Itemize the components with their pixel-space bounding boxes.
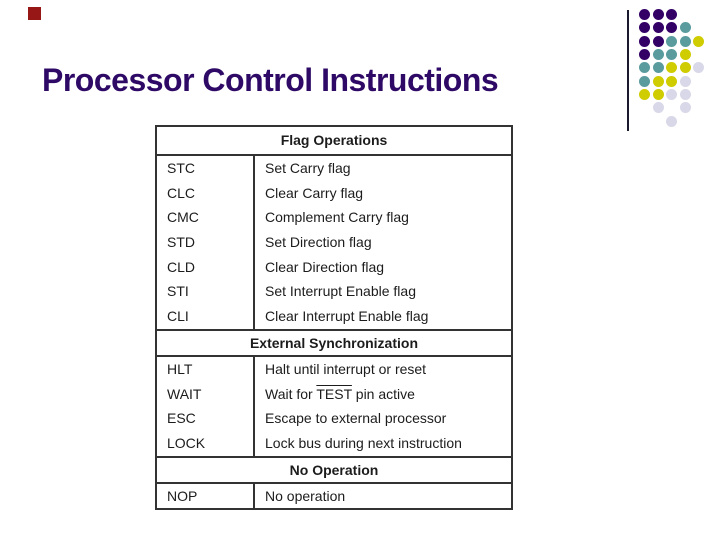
decor-dot bbox=[666, 89, 678, 101]
decor-dot bbox=[679, 49, 691, 61]
mnemonic-cell: STD bbox=[157, 230, 255, 255]
decor-dot bbox=[666, 35, 678, 47]
table-row: WAIT Wait for TEST pin active bbox=[157, 381, 511, 407]
decor-dot bbox=[652, 35, 664, 47]
decor-divider-line bbox=[627, 10, 629, 131]
decor-dot bbox=[639, 89, 650, 101]
decor-dot bbox=[666, 115, 678, 127]
table-row: STI Set Interrupt Enable flag bbox=[157, 279, 511, 305]
description-cell: Halt until interrupt or reset bbox=[265, 360, 427, 377]
decor-dot bbox=[679, 22, 691, 34]
decor-dot bbox=[639, 75, 650, 87]
table-row: CLC Clear Carry flag bbox=[157, 180, 511, 206]
mnemonic-cell: CLD bbox=[157, 254, 255, 280]
overlined-signal-name: TEST bbox=[316, 385, 352, 402]
decor-dot bbox=[652, 9, 664, 20]
table-row: NOP No operation bbox=[157, 483, 511, 509]
decor-dot bbox=[639, 49, 650, 61]
decor-dot bbox=[666, 75, 678, 87]
table-row: ESC Escape to external processor bbox=[157, 406, 511, 431]
description-cell: Wait for TEST pin active bbox=[265, 385, 415, 402]
description-cell: Lock bus during next instruction bbox=[265, 434, 462, 451]
decor-dot bbox=[679, 89, 691, 101]
mnemonic-cell: HLT bbox=[157, 356, 255, 382]
decor-dot bbox=[639, 22, 650, 34]
description-cell: Complement Carry flag bbox=[265, 209, 409, 226]
decor-dot bbox=[652, 22, 664, 34]
corner-accent-square bbox=[28, 7, 41, 20]
decor-dot bbox=[666, 9, 678, 20]
description-cell: Clear Carry flag bbox=[265, 184, 364, 201]
mnemonic-cell: CMC bbox=[157, 205, 255, 231]
description-cell: Set Carry flag bbox=[265, 160, 351, 176]
decor-dot bbox=[652, 89, 664, 101]
table-section-header: Flag Operations bbox=[157, 127, 511, 156]
mnemonic-cell: CLC bbox=[157, 180, 255, 206]
decor-dot-grid bbox=[639, 9, 709, 133]
table-row: CLD Clear Direction flag bbox=[157, 254, 511, 280]
table-section-header: No Operation bbox=[157, 455, 511, 484]
mnemonic-cell: STI bbox=[157, 279, 255, 305]
description-cell: Set Direction flag bbox=[265, 234, 372, 251]
decor-dot bbox=[666, 62, 678, 74]
decor-dot bbox=[693, 62, 705, 74]
decor-dot bbox=[652, 49, 664, 61]
decor-dot bbox=[639, 9, 650, 20]
decor-dot bbox=[666, 22, 678, 34]
decor-dot bbox=[693, 35, 705, 47]
decor-dot bbox=[652, 75, 664, 87]
table-row: LOCK Lock bus during next instruction bbox=[157, 430, 511, 456]
mnemonic-cell: NOP bbox=[157, 483, 255, 509]
decor-dot bbox=[639, 62, 650, 74]
decor-dot bbox=[666, 49, 678, 61]
description-cell: Set Interrupt Enable flag bbox=[265, 283, 416, 300]
mnemonic-cell: WAIT bbox=[157, 381, 255, 407]
table-row: CLI Clear Interrupt Enable flag bbox=[157, 304, 511, 329]
mnemonic-cell: ESC bbox=[157, 406, 255, 431]
decor-dot bbox=[679, 35, 691, 47]
decor-dot bbox=[679, 102, 691, 114]
decor-dot bbox=[639, 35, 650, 47]
mnemonic-cell: LOCK bbox=[157, 430, 255, 456]
table-section-header: External Synchronization bbox=[157, 328, 511, 357]
decor-dot bbox=[679, 62, 691, 74]
decor-dot bbox=[652, 62, 664, 74]
description-cell: Clear Interrupt Enable flag bbox=[265, 308, 429, 325]
table-row: STD Set Direction flag bbox=[157, 230, 511, 255]
table-row: HLT Halt until interrupt or reset bbox=[157, 356, 511, 382]
description-cell: Escape to external processor bbox=[265, 410, 447, 427]
table-row: STC Set Carry flag bbox=[157, 156, 511, 181]
decor-dot bbox=[679, 75, 691, 87]
description-cell: Clear Direction flag bbox=[265, 258, 385, 275]
mnemonic-cell: CLI bbox=[157, 304, 255, 329]
decor-dot bbox=[652, 102, 664, 114]
description-cell: No operation bbox=[265, 487, 346, 504]
mnemonic-cell: STC bbox=[157, 156, 255, 181]
table-row: CMC Complement Carry flag bbox=[157, 205, 511, 231]
slide-title: Processor Control Instructions bbox=[42, 62, 499, 98]
